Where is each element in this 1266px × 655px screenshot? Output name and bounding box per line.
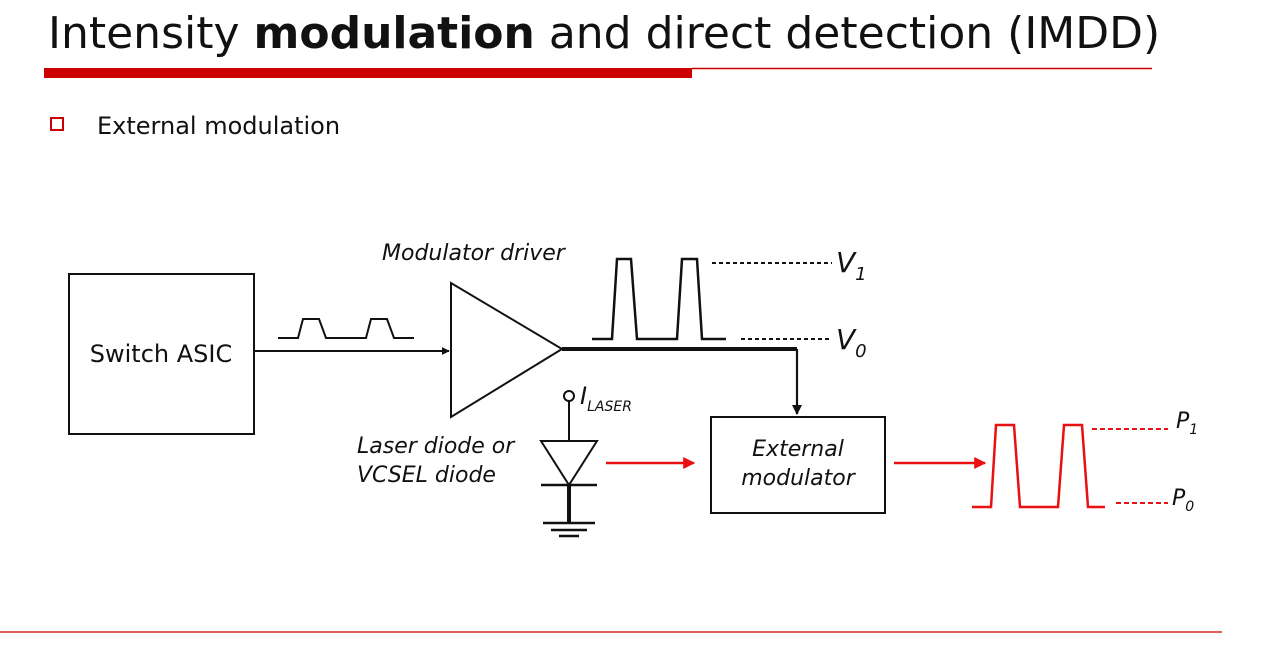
title-part-bold: modulation [253, 8, 535, 59]
laser-label-line2: VCSEL diode [357, 463, 496, 488]
ground-icon [543, 521, 595, 538]
switch-asic-label: Switch ASIC [90, 340, 232, 368]
title-part-2: and direct detection (IMDD) [534, 8, 1161, 59]
slide-title: Intensity modulation and direct detectio… [48, 6, 1160, 62]
modulator-driver-amplifier: Modulator driver [382, 241, 567, 419]
driver-label: Modulator driver [382, 241, 567, 266]
laser-current-source: ILASER [563, 382, 632, 441]
laser-diode-symbol [539, 440, 599, 522]
title-part-1: Intensity [48, 8, 254, 59]
v1-label: V1 [836, 246, 867, 285]
ilaser-label: ILASER [580, 382, 632, 415]
input-waveform [278, 318, 414, 339]
bullet-square-icon [50, 117, 64, 131]
driver-output-waveform [592, 257, 726, 341]
modulator-label-line1: External [752, 437, 844, 462]
switch-asic-block: Switch ASIC [68, 273, 255, 435]
title-underline [44, 67, 1152, 78]
external-modulator-block: External modulator [710, 416, 886, 514]
p1-label: P1 [1176, 409, 1198, 438]
bullet-text: External modulation [97, 112, 341, 140]
v0-label: V0 [836, 323, 867, 362]
modulator-label-line2: modulator [741, 466, 856, 491]
optical-output-waveform [972, 423, 1105, 509]
laser-label-line1: Laser diode or [357, 434, 516, 459]
p0-label: P0 [1172, 486, 1194, 515]
